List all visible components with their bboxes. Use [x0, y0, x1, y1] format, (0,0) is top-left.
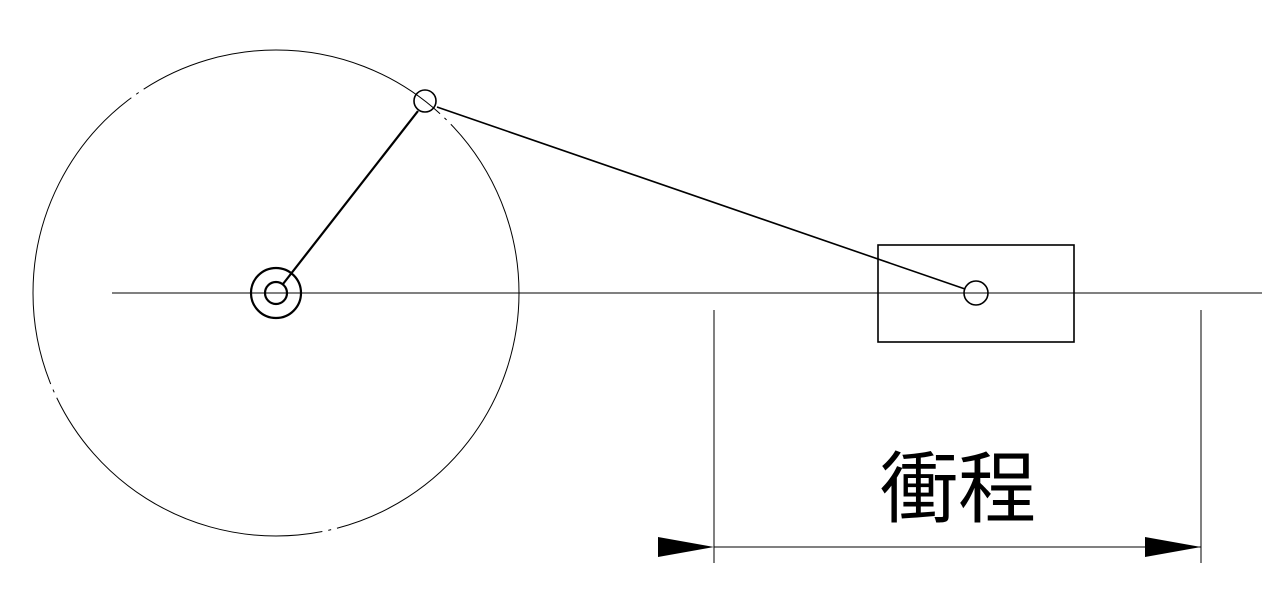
- crank-pivot-inner: [263, 280, 289, 306]
- crank-arm: [282, 110, 419, 285]
- stroke-label: 衝程: [880, 445, 1036, 535]
- connecting-rod: [436, 106, 966, 290]
- crank-pin-joint: [413, 89, 437, 113]
- wrist-pin-joint: [963, 280, 989, 306]
- crank-pivot-outer: [249, 266, 303, 320]
- slider-block: [877, 244, 1075, 343]
